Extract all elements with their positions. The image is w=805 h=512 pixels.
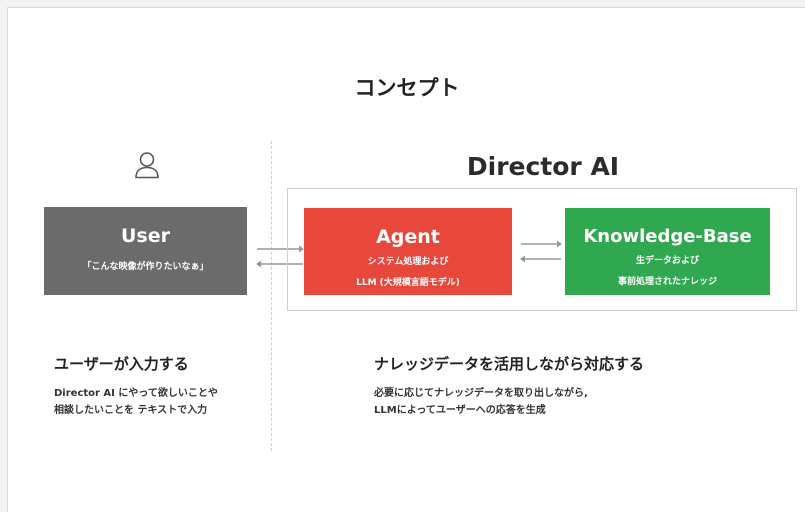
user-description: Director AI にやって欲しいことや 相談したいことを テキストで入力	[54, 385, 218, 419]
knowledge-base-label: Knowledge-Base	[583, 226, 752, 247]
knowledge-desc-line1: 必要に応じてナレッジデータを取り出しながら,	[374, 388, 588, 399]
user-desc-line2: 相談したいことを テキストで入力	[54, 405, 208, 416]
user-box-quote: 「こんな映像が作りたいなぁ」	[82, 262, 209, 272]
agent-label: Agent	[376, 226, 440, 248]
knowledge-desc-line2: LLMによってユーザーへの応答を生成	[374, 405, 546, 416]
agent-sub-line2: LLM (大規模言語モデル)	[356, 278, 460, 288]
director-ai-title: Director AI	[466, 152, 620, 181]
user-heading: ユーザーが入力する	[54, 355, 189, 373]
knowledge-base-sub-line1: 生データおよび	[635, 256, 699, 266]
arrow-left-icon	[520, 255, 561, 263]
agent-kb-arrows	[520, 240, 562, 263]
agent-sub-line1: システム処理および	[367, 257, 449, 267]
director-ai-frame	[287, 188, 797, 311]
agent-box: Agent システム処理および LLM (大規模言語モデル)	[304, 208, 512, 295]
knowledge-heading: ナレッジデータを活用しながら対応する	[374, 355, 645, 373]
arrow-right-icon	[521, 240, 562, 248]
arrow-right-icon	[257, 245, 304, 253]
arrow-left-icon	[256, 260, 303, 268]
page-title: コンセプト	[354, 76, 460, 100]
user-agent-arrows	[256, 245, 304, 268]
knowledge-description: 必要に応じてナレッジデータを取り出しながら, LLMによってユーザーへの応答を生…	[374, 385, 588, 419]
user-desc-line1: Director AI にやって欲しいことや	[54, 388, 218, 399]
knowledge-base-sub-line2: 事前処理されたナレッジ	[617, 277, 717, 287]
column-divider	[271, 141, 272, 451]
concept-slide: コンセプト User 「こんな映像が作りたいなぁ」 ユーザーが入力する Dire…	[7, 7, 805, 512]
user-box: User 「こんな映像が作りたいなぁ」	[44, 207, 247, 295]
user-box-label: User	[121, 225, 170, 247]
user-icon	[135, 152, 159, 179]
knowledge-base-box: Knowledge-Base 生データおよび 事前処理されたナレッジ	[565, 208, 770, 295]
